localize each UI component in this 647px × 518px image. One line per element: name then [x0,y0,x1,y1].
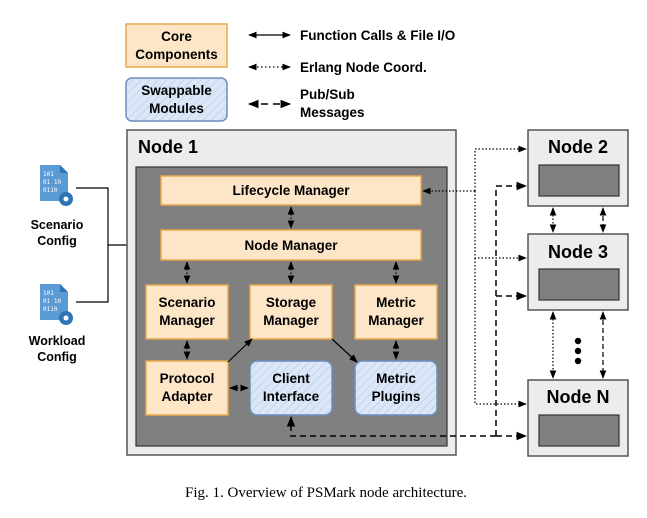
lifecycle-erlang-link-nodeN [474,258,527,408]
workload-config: Workload Config [29,284,86,364]
pubsub-bus-to-node2 [495,181,528,436]
node-n-inner [538,414,620,447]
metric-manager-label-1: Metric [376,295,416,310]
workload-config-label-2: Config [37,350,77,364]
legend-pubsub-label-1: Pub/Sub [300,87,355,102]
node-2-inner [538,164,620,197]
legend-erlang-label: Erlang Node Coord. [300,60,427,75]
legend-swappable-label-1: Swappable [141,83,212,98]
client-interface-label-2: Interface [263,389,320,404]
lifecycle-erlang-link-node3 [474,191,527,262]
client-interface-label-1: Client [272,371,310,386]
node-1-title: Node 1 [138,137,198,157]
node-n: Node N [527,379,629,457]
metric-manager-box [354,284,438,340]
protocol-adapter-label-1: Protocol [160,371,215,386]
binary-file-gear-icon [40,284,73,325]
protocol-adapter-box [145,360,229,416]
legend-core-swatch [125,23,228,68]
node-3-inner [538,268,620,301]
node-manager-box [160,229,422,261]
lifecycle-erlang-link-node2 [474,145,527,191]
metric-plugins-label-2: Plugins [372,389,421,404]
vertical-ellipsis [574,337,582,365]
scenario-config: Scenario Config [31,165,84,248]
client-interface-pubsub-link [286,415,496,437]
legend: Core Components Swappable Modules Functi… [125,23,455,122]
legend-function-label: Function Calls & File I/O [300,28,455,43]
scenario-config-label-1: Scenario [31,218,84,232]
metric-manager-label-2: Manager [368,313,424,328]
scenario-manager-label-1: Scenario [158,295,215,310]
config-connector [76,187,109,303]
binary-file-gear-icon [40,165,73,206]
metric-plugins-box [354,360,438,416]
lifecycle-manager-box [160,175,422,206]
scenario-config-label-2: Config [37,234,77,248]
node-manager-label: Node Manager [244,238,338,253]
storage-manager-label-2: Manager [263,313,319,328]
storage-to-plugins-arrow [331,338,358,363]
node-3: Node 3 [527,233,629,311]
node-2-title: Node 2 [548,137,608,157]
storage-manager-label-1: Storage [266,295,317,310]
node-2: Node 2 [527,129,629,207]
workload-config-label-1: Workload [29,334,86,348]
figure-caption: Fig. 1. Overview of PSMark node architec… [185,485,467,501]
scenario-manager-box [145,284,229,340]
client-interface-box [249,360,333,416]
node-1: Node 1 Lifecycle Manager Node Manager Sc… [126,129,457,456]
lifecycle-manager-label: Lifecycle Manager [232,183,350,198]
storage-manager-box [249,284,333,340]
scenario-manager-label-2: Manager [159,313,215,328]
legend-swappable-label-2: Modules [149,101,204,116]
protocol-adapter-label-2: Adapter [161,389,213,404]
protocol-to-storage-arrow [227,338,253,363]
legend-core-label-1: Core [161,29,192,44]
legend-core-label-2: Components [135,47,218,62]
node-3-title: Node 3 [548,242,608,262]
legend-pubsub-label-2: Messages [300,105,365,120]
node-n-title: Node N [547,387,610,407]
metric-plugins-label-1: Metric [376,371,416,386]
legend-swappable-swatch [125,77,228,122]
